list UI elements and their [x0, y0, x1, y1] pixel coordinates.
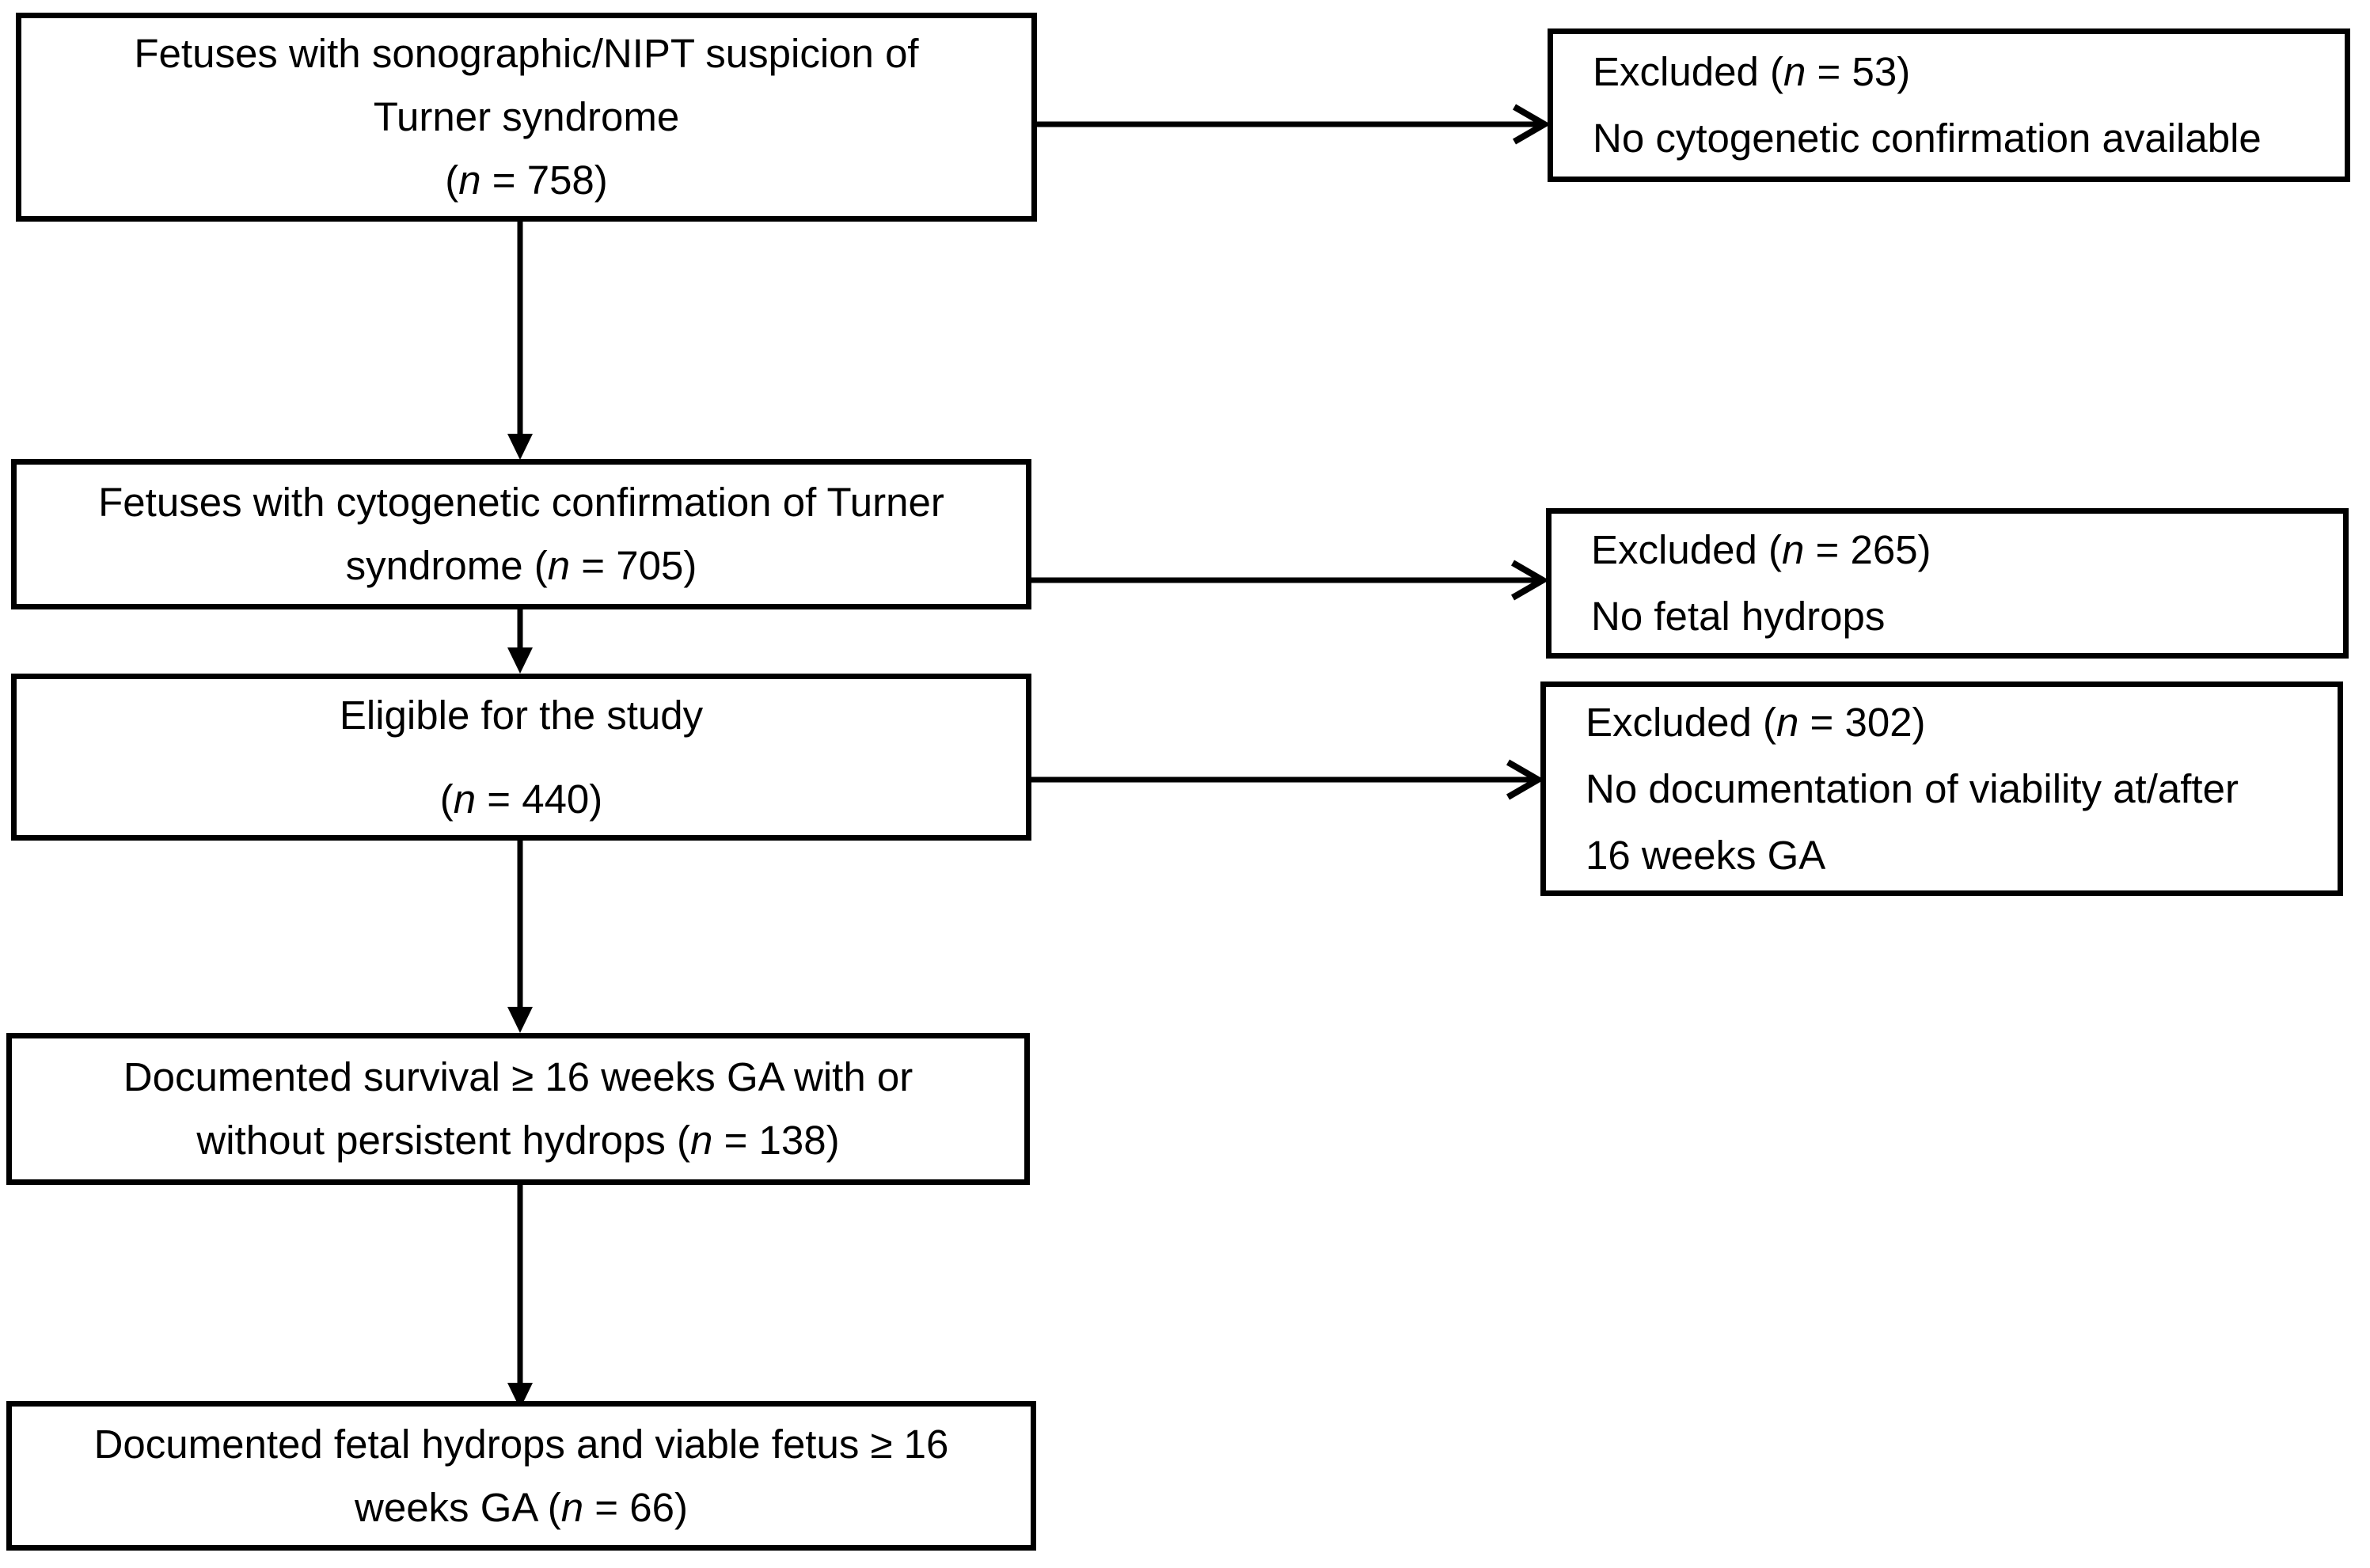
- box-line: Fetuses with cytogenetic confirmation of…: [98, 480, 944, 525]
- arrow-confirmation-to-excluded: [1026, 560, 1549, 601]
- arrow-survival-to-final: [507, 1181, 533, 1409]
- box-excluded-no-viability: Excluded (n = 302) No documentation of v…: [1540, 681, 2343, 896]
- excluded-count-line: Excluded (n = 53): [1593, 49, 1911, 94]
- excluded-reason-line: 16 weeks GA: [1586, 832, 1826, 878]
- box-count-line: without persistent hydrops (n = 138): [196, 1118, 840, 1163]
- arrow-eligible-to-survival: [507, 837, 533, 1033]
- box-line: Turner syndrome: [373, 94, 680, 139]
- excluded-reason-line: No cytogenetic confirmation available: [1593, 116, 2262, 161]
- box-line: Eligible for the study: [339, 692, 704, 738]
- box-excluded-no-hydrops: Excluded (n = 265) No fetal hydrops: [1546, 508, 2349, 659]
- box-final: Documented fetal hydrops and viable fetu…: [6, 1401, 1036, 1551]
- excluded-count-line: Excluded (n = 302): [1586, 699, 1926, 745]
- arrow-suspicion-to-confirmation: [507, 219, 533, 460]
- box-confirmation: Fetuses with cytogenetic confirmation of…: [11, 459, 1031, 609]
- box-survival: Documented survival ≥ 16 weeks GA with o…: [6, 1033, 1030, 1185]
- box-excluded-no-cytogenetic: Excluded (n = 53) No cytogenetic confirm…: [1548, 28, 2350, 182]
- box-eligible: Eligible for the study (n = 440): [11, 674, 1031, 841]
- box-line: Documented fetal hydrops and viable fetu…: [93, 1421, 949, 1467]
- box-suspicion: Fetuses with sonographic/NIPT suspicion …: [16, 13, 1037, 222]
- box-line: Fetuses with sonographic/NIPT suspicion …: [134, 31, 919, 76]
- excluded-count-line: Excluded (n = 265): [1591, 527, 1931, 572]
- arrow-suspicion-to-excluded: [1031, 104, 1551, 145]
- box-line: Documented survival ≥ 16 weeks GA with o…: [123, 1054, 913, 1099]
- box-count-line: weeks GA (n = 66): [355, 1484, 688, 1530]
- box-count-line: (n = 440): [439, 776, 603, 822]
- excluded-reason-line: No fetal hydrops: [1591, 594, 1886, 639]
- arrow-eligible-to-excluded: [1026, 759, 1544, 800]
- arrow-confirmation-to-eligible: [507, 605, 533, 674]
- excluded-reason-line: No documentation of viability at/after: [1586, 765, 2239, 811]
- box-count-line: (n = 758): [445, 158, 608, 203]
- box-count-line: syndrome (n = 705): [345, 543, 697, 588]
